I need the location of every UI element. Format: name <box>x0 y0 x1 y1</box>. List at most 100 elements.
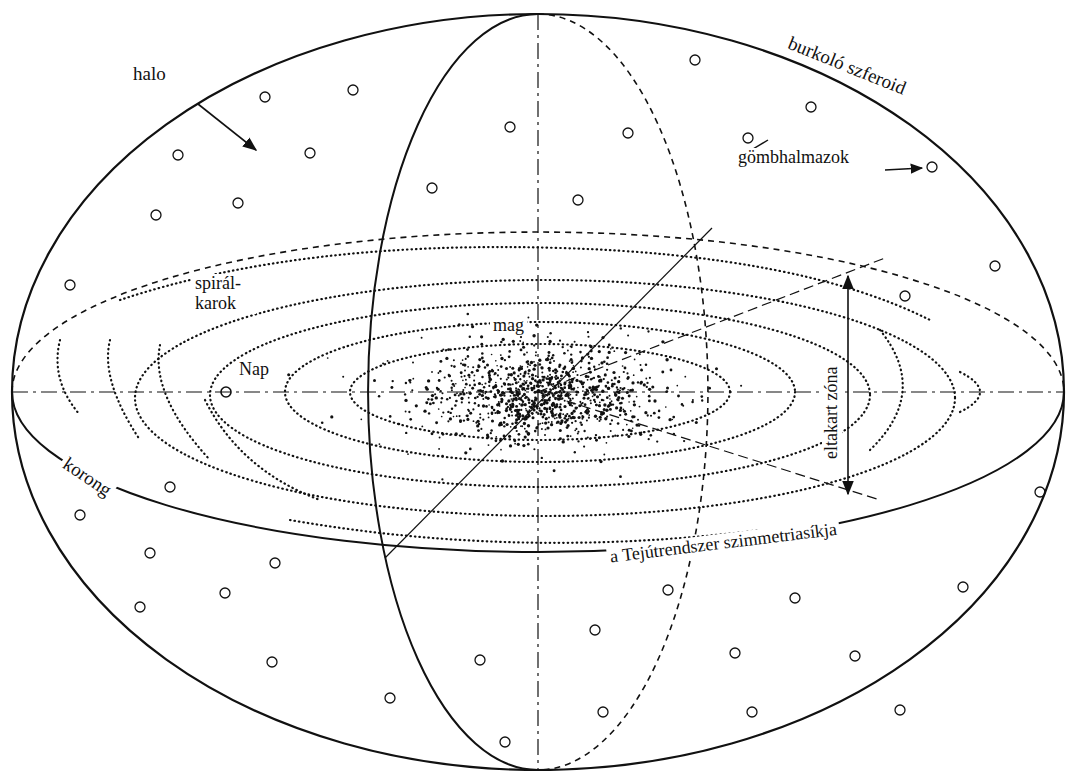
core-dot <box>564 383 566 385</box>
core-dot <box>579 401 581 403</box>
core-dot <box>520 409 522 411</box>
core-dot <box>590 378 592 380</box>
core-dot <box>563 386 566 389</box>
core-dot <box>534 364 537 367</box>
core-dot <box>518 412 521 415</box>
core-dot <box>464 387 466 389</box>
core-dot <box>535 323 538 326</box>
core-dot <box>530 406 533 409</box>
core-dot <box>524 418 527 421</box>
core-dot <box>499 405 501 407</box>
core-dot <box>502 338 505 341</box>
core-dot <box>507 407 509 409</box>
core-dot <box>378 395 381 398</box>
core-dot <box>541 428 543 430</box>
core-dot <box>620 327 622 329</box>
core-dot <box>552 388 554 390</box>
globular-cluster <box>385 693 395 703</box>
core-dot <box>561 397 563 399</box>
core-dot <box>544 434 546 436</box>
globular-cluster <box>260 92 270 102</box>
core-dot <box>542 416 545 419</box>
core-dot <box>597 375 600 378</box>
core-dot <box>528 369 531 372</box>
core-dot <box>488 374 491 377</box>
core-dot <box>631 389 634 392</box>
core-dot <box>488 385 490 387</box>
core-dot <box>392 380 394 382</box>
core-dot <box>462 391 464 393</box>
core-dot <box>542 394 544 396</box>
core-dot <box>561 346 563 348</box>
core-dot <box>609 423 611 425</box>
core-dot <box>441 478 443 480</box>
core-dot <box>467 355 470 358</box>
core-dot <box>491 407 493 409</box>
core-dot <box>670 369 673 372</box>
core-dot <box>549 397 551 399</box>
core-dot <box>482 360 485 363</box>
core-dot <box>451 365 453 367</box>
core-dot <box>518 413 520 415</box>
core-dot <box>597 386 599 388</box>
core-dot <box>527 373 529 375</box>
core-dot <box>548 340 551 343</box>
core-dot <box>461 401 463 403</box>
core-dot <box>480 390 483 393</box>
core-dot <box>520 348 523 351</box>
core-dot <box>408 379 411 382</box>
core-dot <box>537 423 539 425</box>
core-dot <box>622 429 624 431</box>
core-dot <box>673 433 675 435</box>
core-dot <box>605 409 608 412</box>
core-dot <box>569 398 571 400</box>
core-dot <box>606 362 609 365</box>
core-dot <box>500 449 502 451</box>
core-dot <box>582 390 584 392</box>
core-dot <box>611 419 613 421</box>
core-dot <box>643 383 646 386</box>
core-dot <box>511 367 514 370</box>
core-dot <box>421 337 423 339</box>
core-dot <box>624 367 627 370</box>
globular-cluster <box>145 548 155 558</box>
core-dot <box>556 420 559 423</box>
core-dot <box>520 373 522 375</box>
core-dot <box>455 400 458 403</box>
core-dot <box>541 399 544 402</box>
core-dot <box>444 376 446 378</box>
core-dot <box>524 371 527 374</box>
core-dot <box>574 451 576 453</box>
core-dot <box>553 469 556 472</box>
core-dot <box>510 405 512 407</box>
core-dot <box>640 369 643 372</box>
core-dot <box>529 382 532 385</box>
core-dot <box>619 402 621 404</box>
core-dot <box>521 414 524 417</box>
core-dot <box>571 368 573 370</box>
core-dot <box>569 399 571 401</box>
core-dot <box>581 438 583 440</box>
core-dot <box>478 393 481 396</box>
core-dot <box>456 415 458 417</box>
core-dot <box>536 380 539 383</box>
core-dot <box>440 401 442 403</box>
core-dot <box>626 424 628 426</box>
core-dot <box>449 417 452 420</box>
core-dot <box>600 413 603 416</box>
core-dot <box>509 408 512 411</box>
core-dot <box>603 408 606 411</box>
core-dot <box>552 394 555 397</box>
core-dot <box>407 453 409 455</box>
core-dot <box>573 416 576 419</box>
core-dot <box>582 402 584 404</box>
core-dot <box>389 415 392 418</box>
core-dot <box>479 413 481 415</box>
core-dot <box>330 415 333 418</box>
core-dot <box>571 378 574 381</box>
core-dot <box>432 402 435 405</box>
core-dot <box>515 405 518 408</box>
core-dot <box>595 404 597 406</box>
core-dot <box>566 413 568 415</box>
core-dot <box>442 411 444 413</box>
